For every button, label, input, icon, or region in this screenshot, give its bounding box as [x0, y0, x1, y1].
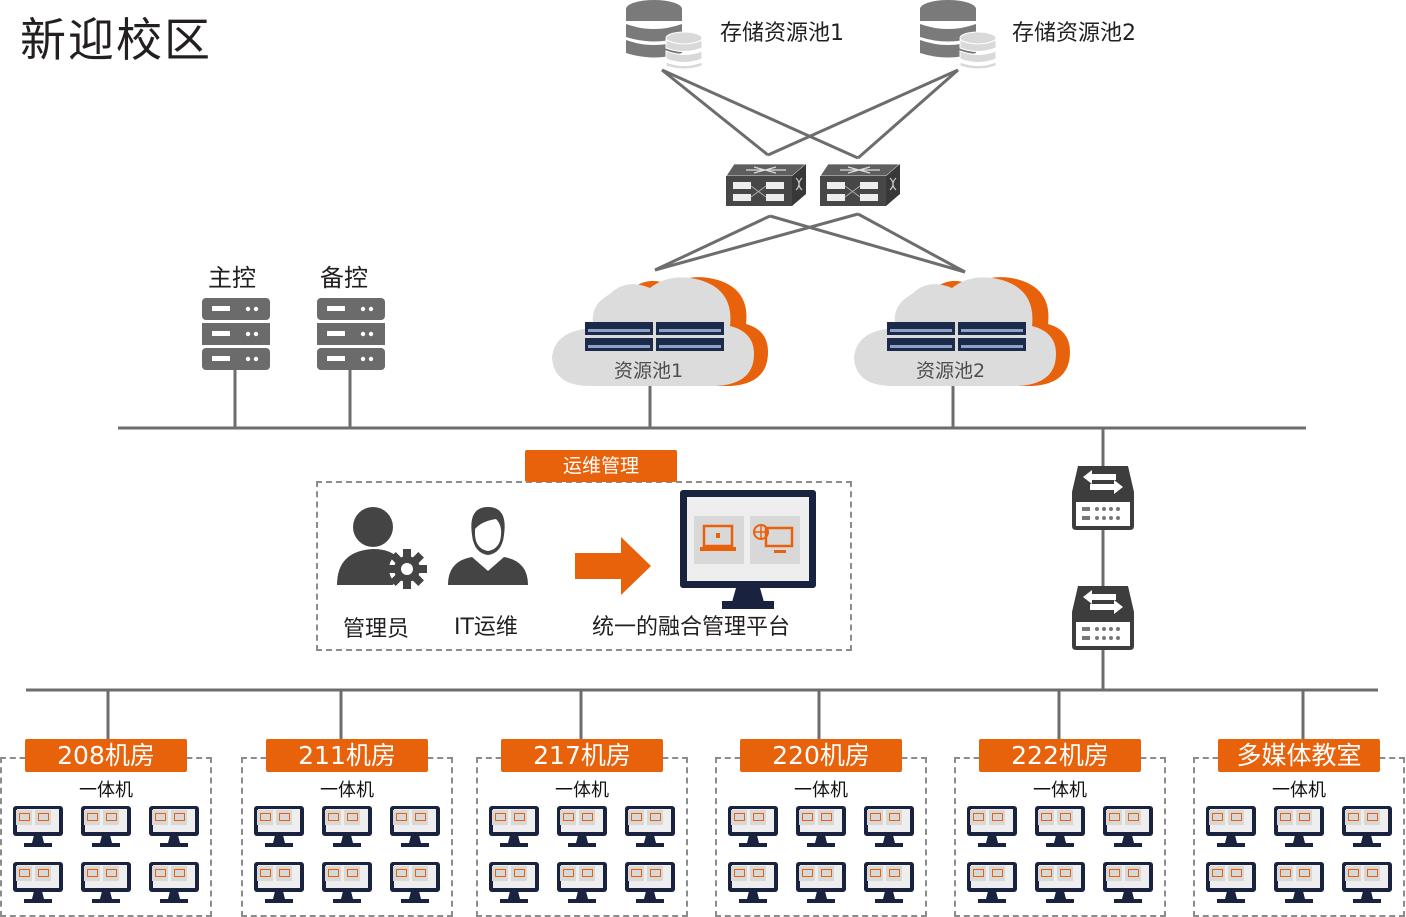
- all-in-one-pc-icon: [254, 862, 306, 908]
- cloud-server-icon: [552, 277, 768, 386]
- all-in-one-pc-icon: [557, 862, 609, 908]
- all-in-one-pc-icon: [322, 806, 374, 852]
- room-device-label: 一体机: [1272, 780, 1326, 801]
- storage-pool-1-label: 存储资源池1: [720, 21, 844, 46]
- all-in-one-pc-icon: [796, 862, 848, 908]
- all-in-one-pc-icon: [81, 806, 133, 852]
- all-in-one-pc-icon: [149, 862, 201, 908]
- all-in-one-pc-icon: [254, 806, 306, 852]
- wire-switch1-pool2: [769, 214, 966, 274]
- ops-management-box: [316, 481, 852, 651]
- room-name-tag: 222机房: [979, 739, 1141, 772]
- all-in-one-grid: [728, 806, 916, 908]
- room-device-label: 一体机: [794, 780, 848, 801]
- room-name-tag: 多媒体教室: [1218, 739, 1380, 772]
- controller-main-label: 主控: [208, 264, 256, 292]
- controller-backup: 备控: [315, 264, 387, 374]
- all-in-one-pc-icon: [1103, 862, 1155, 908]
- storage-pool-1: 存储资源池1: [626, 0, 886, 72]
- admin-label: 管理员: [343, 617, 410, 642]
- cloud-server-icon: [854, 277, 1070, 386]
- all-in-one-pc-icon: [149, 806, 201, 852]
- page-title: 新迎校区: [20, 13, 212, 67]
- database-icon: [920, 0, 997, 70]
- all-in-one-pc-icon: [1274, 806, 1326, 852]
- room-device-label: 一体机: [320, 780, 374, 801]
- core-switch-icon: [726, 164, 806, 206]
- all-in-one-pc-icon: [13, 862, 65, 908]
- it-ops-label: IT运维: [454, 615, 518, 640]
- all-in-one-grid: [254, 806, 442, 908]
- all-in-one-pc-icon: [1206, 806, 1258, 852]
- all-in-one-pc-icon: [1103, 806, 1155, 852]
- all-in-one-pc-icon: [1035, 806, 1087, 852]
- database-icon: [626, 0, 703, 70]
- all-in-one-grid: [1206, 806, 1394, 908]
- room-name-tag: 220机房: [740, 739, 902, 772]
- all-in-one-pc-icon: [557, 806, 609, 852]
- all-in-one-pc-icon: [13, 806, 65, 852]
- ops-management-tag: 运维管理: [525, 450, 677, 482]
- room-device-label: 一体机: [555, 780, 609, 801]
- admin-gear-user-icon: [337, 507, 427, 589]
- storage-pool-2-label: 存储资源池2: [1012, 21, 1136, 46]
- storage-pool-2: 存储资源池2: [920, 0, 1180, 72]
- all-in-one-pc-icon: [1206, 862, 1258, 908]
- controller-backup-label: 备控: [320, 264, 368, 292]
- all-in-one-grid: [13, 806, 201, 908]
- server-rack-icon: [317, 298, 385, 370]
- all-in-one-pc-icon: [390, 806, 442, 852]
- room-device-label: 一体机: [1033, 780, 1087, 801]
- all-in-one-pc-icon: [322, 862, 374, 908]
- all-in-one-pc-icon: [1342, 862, 1394, 908]
- wire-storage2-switch2: [857, 68, 959, 160]
- room-name-tag: 208机房: [25, 739, 187, 772]
- access-switch-icon: [1072, 586, 1134, 650]
- room-device-label: 一体机: [79, 780, 133, 801]
- wire-switch2-pool2: [857, 212, 966, 274]
- all-in-one-pc-icon: [625, 806, 677, 852]
- all-in-one-pc-icon: [489, 806, 541, 852]
- all-in-one-pc-icon: [728, 862, 780, 908]
- user-icon: [448, 507, 528, 585]
- room-name-tag: 211机房: [266, 739, 428, 772]
- all-in-one-pc-icon: [1035, 862, 1087, 908]
- wire-switch2-pool1: [654, 212, 859, 272]
- wire-storage1-switch1: [661, 68, 769, 157]
- all-in-one-grid: [967, 806, 1155, 908]
- wire-switch1-pool1: [654, 214, 771, 272]
- platform-label: 统一的融合管理平台: [592, 615, 791, 640]
- all-in-one-pc-icon: [728, 806, 780, 852]
- arrow-right-icon: [575, 537, 651, 595]
- resource-pool-1-label: 资源池1: [614, 360, 684, 382]
- access-switch-icon: [1072, 466, 1134, 530]
- server-rack-icon: [202, 298, 270, 370]
- controller-main: 主控: [200, 264, 272, 374]
- all-in-one-grid: [489, 806, 677, 908]
- all-in-one-pc-icon: [796, 806, 848, 852]
- wire-storage1-switch2: [661, 68, 859, 160]
- all-in-one-pc-icon: [625, 862, 677, 908]
- all-in-one-pc-icon: [1342, 806, 1394, 852]
- room-name-tag: 217机房: [501, 739, 663, 772]
- all-in-one-pc-icon: [967, 806, 1019, 852]
- wire-storage2-switch1: [767, 68, 959, 157]
- core-switch-icon: [820, 164, 900, 206]
- resource-pool-2-label: 资源池2: [916, 360, 986, 382]
- all-in-one-pc-icon: [81, 862, 133, 908]
- all-in-one-pc-icon: [864, 806, 916, 852]
- all-in-one-pc-icon: [864, 862, 916, 908]
- all-in-one-pc-icon: [489, 862, 541, 908]
- all-in-one-pc-icon: [1274, 862, 1326, 908]
- resource-pool-2: 资源池2: [852, 272, 1074, 388]
- monitor-icon: [680, 490, 816, 609]
- all-in-one-pc-icon: [967, 862, 1019, 908]
- all-in-one-pc-icon: [390, 862, 442, 908]
- resource-pool-1: 资源池1: [550, 272, 772, 388]
